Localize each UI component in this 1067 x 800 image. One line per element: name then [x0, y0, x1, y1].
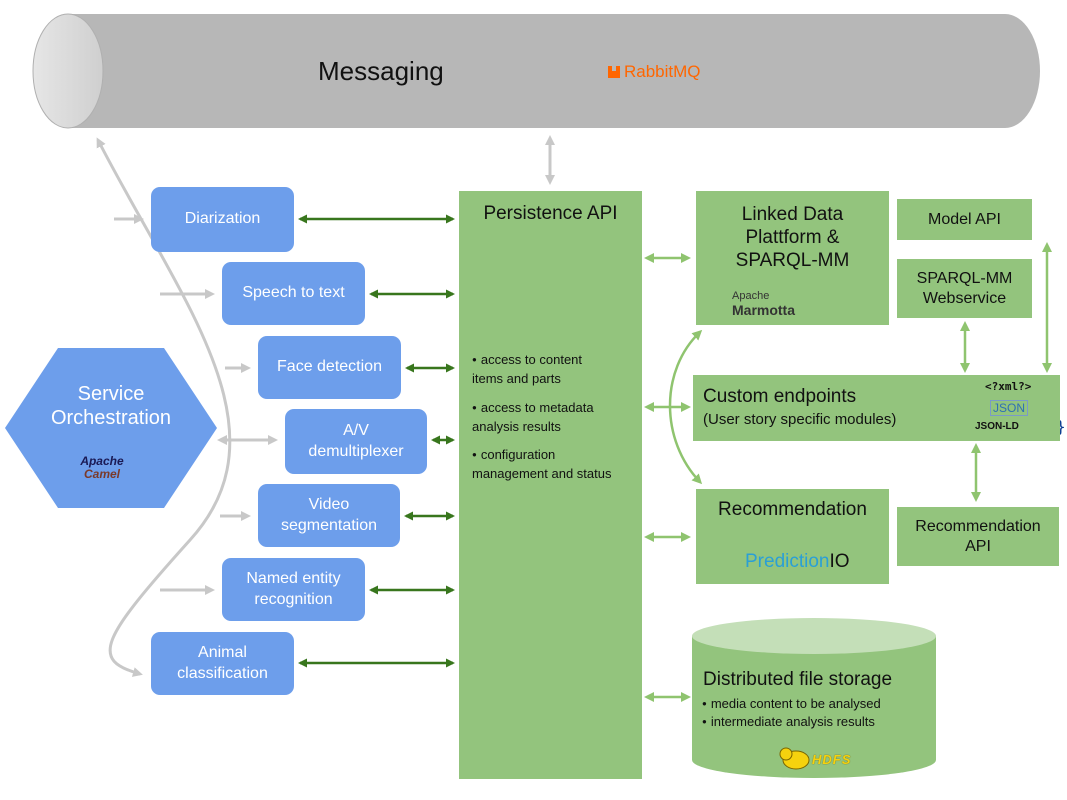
- persistence-bullets: access to content items and parts access…: [472, 351, 637, 494]
- service-face-detection[interactable]: Face detection: [258, 336, 401, 399]
- service-video-segmentation[interactable]: Video segmentation: [258, 484, 400, 547]
- recommendation-api[interactable]: Recommendation API: [897, 507, 1059, 566]
- storage-bullet: media content to be analysed: [702, 695, 881, 713]
- format-xml: <?xml?>: [985, 380, 1032, 393]
- service-label-line1: Video: [308, 495, 350, 513]
- service-label-line2: demultiplexer: [308, 442, 404, 460]
- messaging-end: [32, 13, 104, 129]
- marmotta-logo: Apache Marmotta: [732, 290, 796, 318]
- sparql-mm-webservice[interactable]: SPARQL-MM Webservice: [897, 259, 1032, 318]
- hdfs-elephant-icon: [779, 747, 810, 770]
- flow-branches: [114, 214, 278, 595]
- component-arrows: [644, 242, 1052, 702]
- sparql-ws-line2: Webservice: [922, 289, 1007, 307]
- recommendation-title: Recommendation: [718, 499, 867, 520]
- hdfs-logo: HDFS: [812, 752, 852, 767]
- service-diarization[interactable]: Diarization: [151, 187, 294, 252]
- service-label-line2: segmentation: [280, 516, 378, 534]
- service-label-line2: classification: [177, 664, 268, 682]
- storage-bullets: media content to be analysed intermediat…: [702, 695, 881, 730]
- service-label-line1: A/V: [343, 421, 369, 439]
- service-label-line1: Animal: [198, 643, 247, 661]
- messaging-body: [68, 14, 1040, 128]
- rabbitmq-logo-text: RabbitMQ: [624, 62, 701, 81]
- messaging-bus: [32, 13, 1040, 129]
- persistence-bullet: configuration management and status: [472, 446, 637, 484]
- service-label-line1: Named entity: [246, 569, 341, 587]
- persistence-bullet: access to metadata analysis results: [472, 399, 637, 437]
- sparql-ws-line1: SPARQL-MM: [916, 269, 1013, 287]
- service-speech-to-text[interactable]: Speech to text: [222, 262, 365, 325]
- model-api-label: Model API: [928, 210, 1001, 228]
- storage-bullet: intermediate analysis results: [702, 713, 881, 731]
- service-label: Face detection: [277, 358, 382, 376]
- predictionio-logo: PredictionIO: [745, 551, 850, 572]
- service-label: Diarization: [184, 210, 261, 228]
- model-api[interactable]: Model API: [897, 199, 1032, 240]
- persistence-api[interactable]: Persistence API access to content items …: [459, 191, 642, 779]
- messaging-label: Messaging: [318, 56, 444, 86]
- flow-curve: [96, 137, 232, 677]
- service-arrows: [298, 214, 455, 668]
- persistence-bullet: access to content items and parts: [472, 351, 637, 389]
- rabbitmq-logo-icon: [608, 66, 620, 78]
- persistence-title: Persistence API: [483, 203, 618, 224]
- format-json: JSON: [990, 400, 1029, 416]
- svg-text:}: }: [1056, 417, 1066, 436]
- orchestration-title: Service Orchestration: [50, 383, 172, 429]
- linked-data-platform[interactable]: Linked Data Plattform & SPARQL-MM Apache…: [696, 191, 889, 325]
- custom-endpoints-title: Custom endpoints: [703, 386, 857, 407]
- service-animal-classification[interactable]: Animal classification: [151, 632, 294, 695]
- apache-camel-logo: Apache Camel: [80, 454, 124, 481]
- service-label-line2: recognition: [254, 590, 333, 608]
- recommendation[interactable]: Recommendation PredictionIO: [696, 489, 889, 584]
- format-json-ld: JSON-LD: [975, 421, 1019, 432]
- custom-endpoints[interactable]: Custom endpoints (User story specific mo…: [693, 375, 1060, 441]
- storage-title: Distributed file storage: [703, 669, 893, 690]
- recommendation-api-line2: API: [965, 537, 991, 555]
- service-av-demultiplexer[interactable]: A/V demultiplexer: [285, 409, 427, 474]
- custom-endpoints-subtitle: (User story specific modules): [703, 411, 897, 428]
- linked-data-title: Linked Data Plattform & SPARQL-MM: [735, 204, 850, 272]
- recommendation-api-line1: Recommendation: [915, 517, 1041, 535]
- service-named-entity-recognition[interactable]: Named entity recognition: [222, 558, 365, 621]
- service-label: Speech to text: [242, 284, 345, 302]
